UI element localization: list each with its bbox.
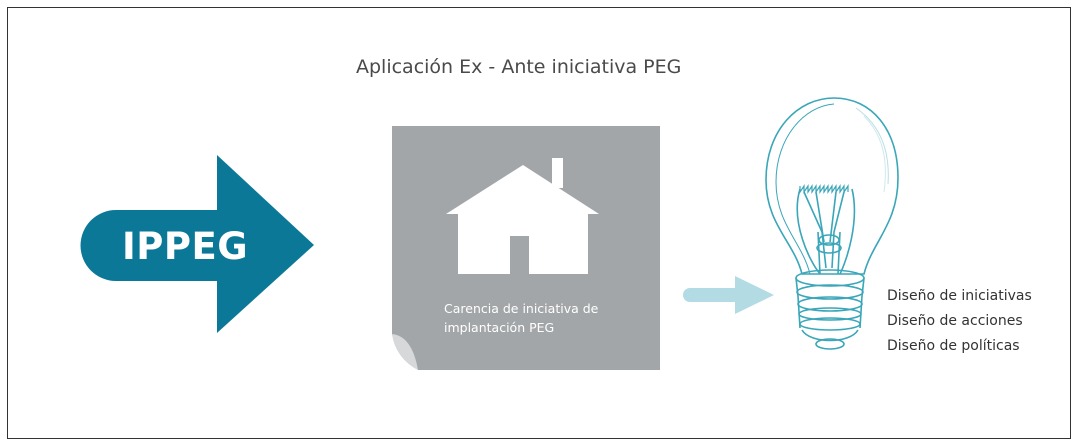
arrow-icon: [80, 155, 314, 333]
note-text: Carencia de iniciativa de implantación P…: [444, 299, 654, 337]
note-line: Carencia de iniciativa de: [444, 301, 599, 316]
ippeg-label: IPPEG: [122, 225, 249, 268]
diagram-title: Aplicación Ex - Ante iniciativa PEG: [356, 56, 682, 78]
outcome-list: Diseño de iniciativas Diseño de acciones…: [887, 284, 1032, 359]
light-bulb-icon: [765, 97, 899, 350]
outcome-item: Diseño de acciones: [887, 313, 1023, 329]
arrow-right-icon: [683, 276, 774, 314]
outcome-item: Diseño de iniciativas: [887, 288, 1032, 304]
outcome-item: Diseño de políticas: [887, 338, 1020, 354]
note-line: implantación PEG: [444, 320, 555, 335]
house-icon: [446, 158, 599, 274]
note-card: [392, 126, 660, 370]
